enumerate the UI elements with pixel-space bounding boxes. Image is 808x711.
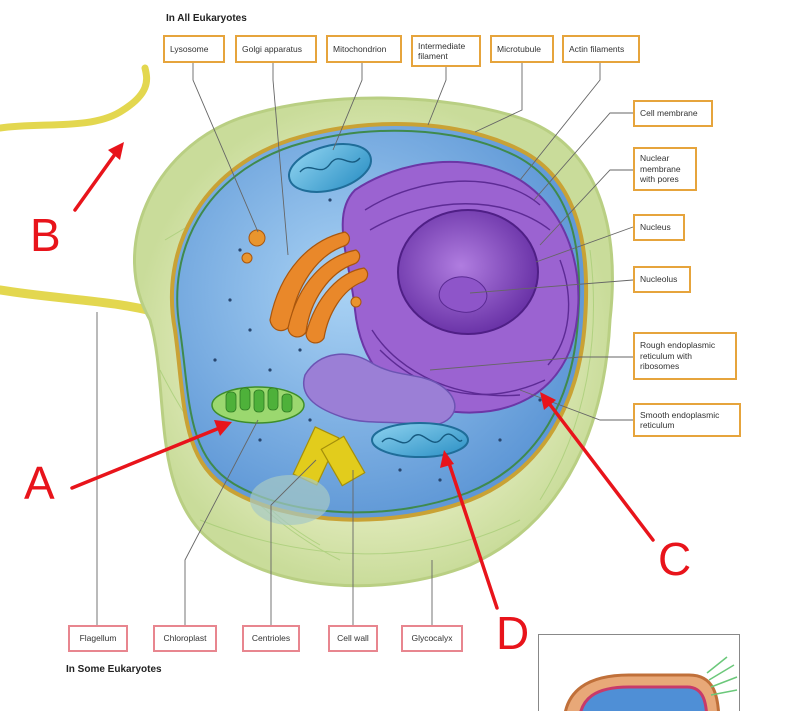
label-microtubule: Microtubule [490,35,554,63]
label-intermediate-filament: Intermediate filament [411,35,481,67]
marker-c: C [658,533,692,585]
label-cell-wall: Cell wall [328,625,378,652]
label-mitochondrion: Mitochondrion [326,35,402,63]
label-lysosome: Lysosome [163,35,225,63]
label-centrioles: Centrioles [242,625,300,652]
marker-b: B [30,209,61,261]
marker-d: D [496,607,530,659]
lysosomes [241,229,362,308]
leader-lines [96,62,634,625]
marker-a: A [24,457,55,509]
label-smooth-er: Smooth endoplasmic reticulum [633,403,741,437]
label-glycocalyx: Glycocalyx [401,625,463,652]
label-rough-er: Rough endoplasmic reticulum with ribosom… [633,332,737,380]
label-nuclear-membrane: Nuclear membrane with pores [633,147,697,191]
label-flagellum: Flagellum [68,625,128,652]
label-chloroplast: Chloroplast [153,625,217,652]
mitochondrion-d [371,422,469,458]
nucleolus [438,276,488,313]
annotation-arrows [70,142,655,610]
smooth-er [302,353,456,427]
nucleus [397,209,539,335]
label-nucleus: Nucleus [633,214,685,241]
chloroplast-a [211,386,305,424]
heading-some-eukaryotes: In Some Eukaryotes [66,664,162,675]
inset-cell-illustration [564,656,738,711]
inset-panel [538,634,740,711]
label-actin-filaments: Actin filaments [562,35,640,63]
label-cell-membrane: Cell membrane [633,100,713,127]
cell-membrane-line [176,129,581,514]
heading-all-eukaryotes: In All Eukaryotes [166,13,247,24]
label-nucleolus: Nucleolus [633,266,691,293]
vacuole [250,475,330,525]
golgi-apparatus [269,231,369,344]
label-golgi-apparatus: Golgi apparatus [235,35,317,63]
flagellum-b [0,64,151,132]
mitochondrion-top [288,143,372,193]
